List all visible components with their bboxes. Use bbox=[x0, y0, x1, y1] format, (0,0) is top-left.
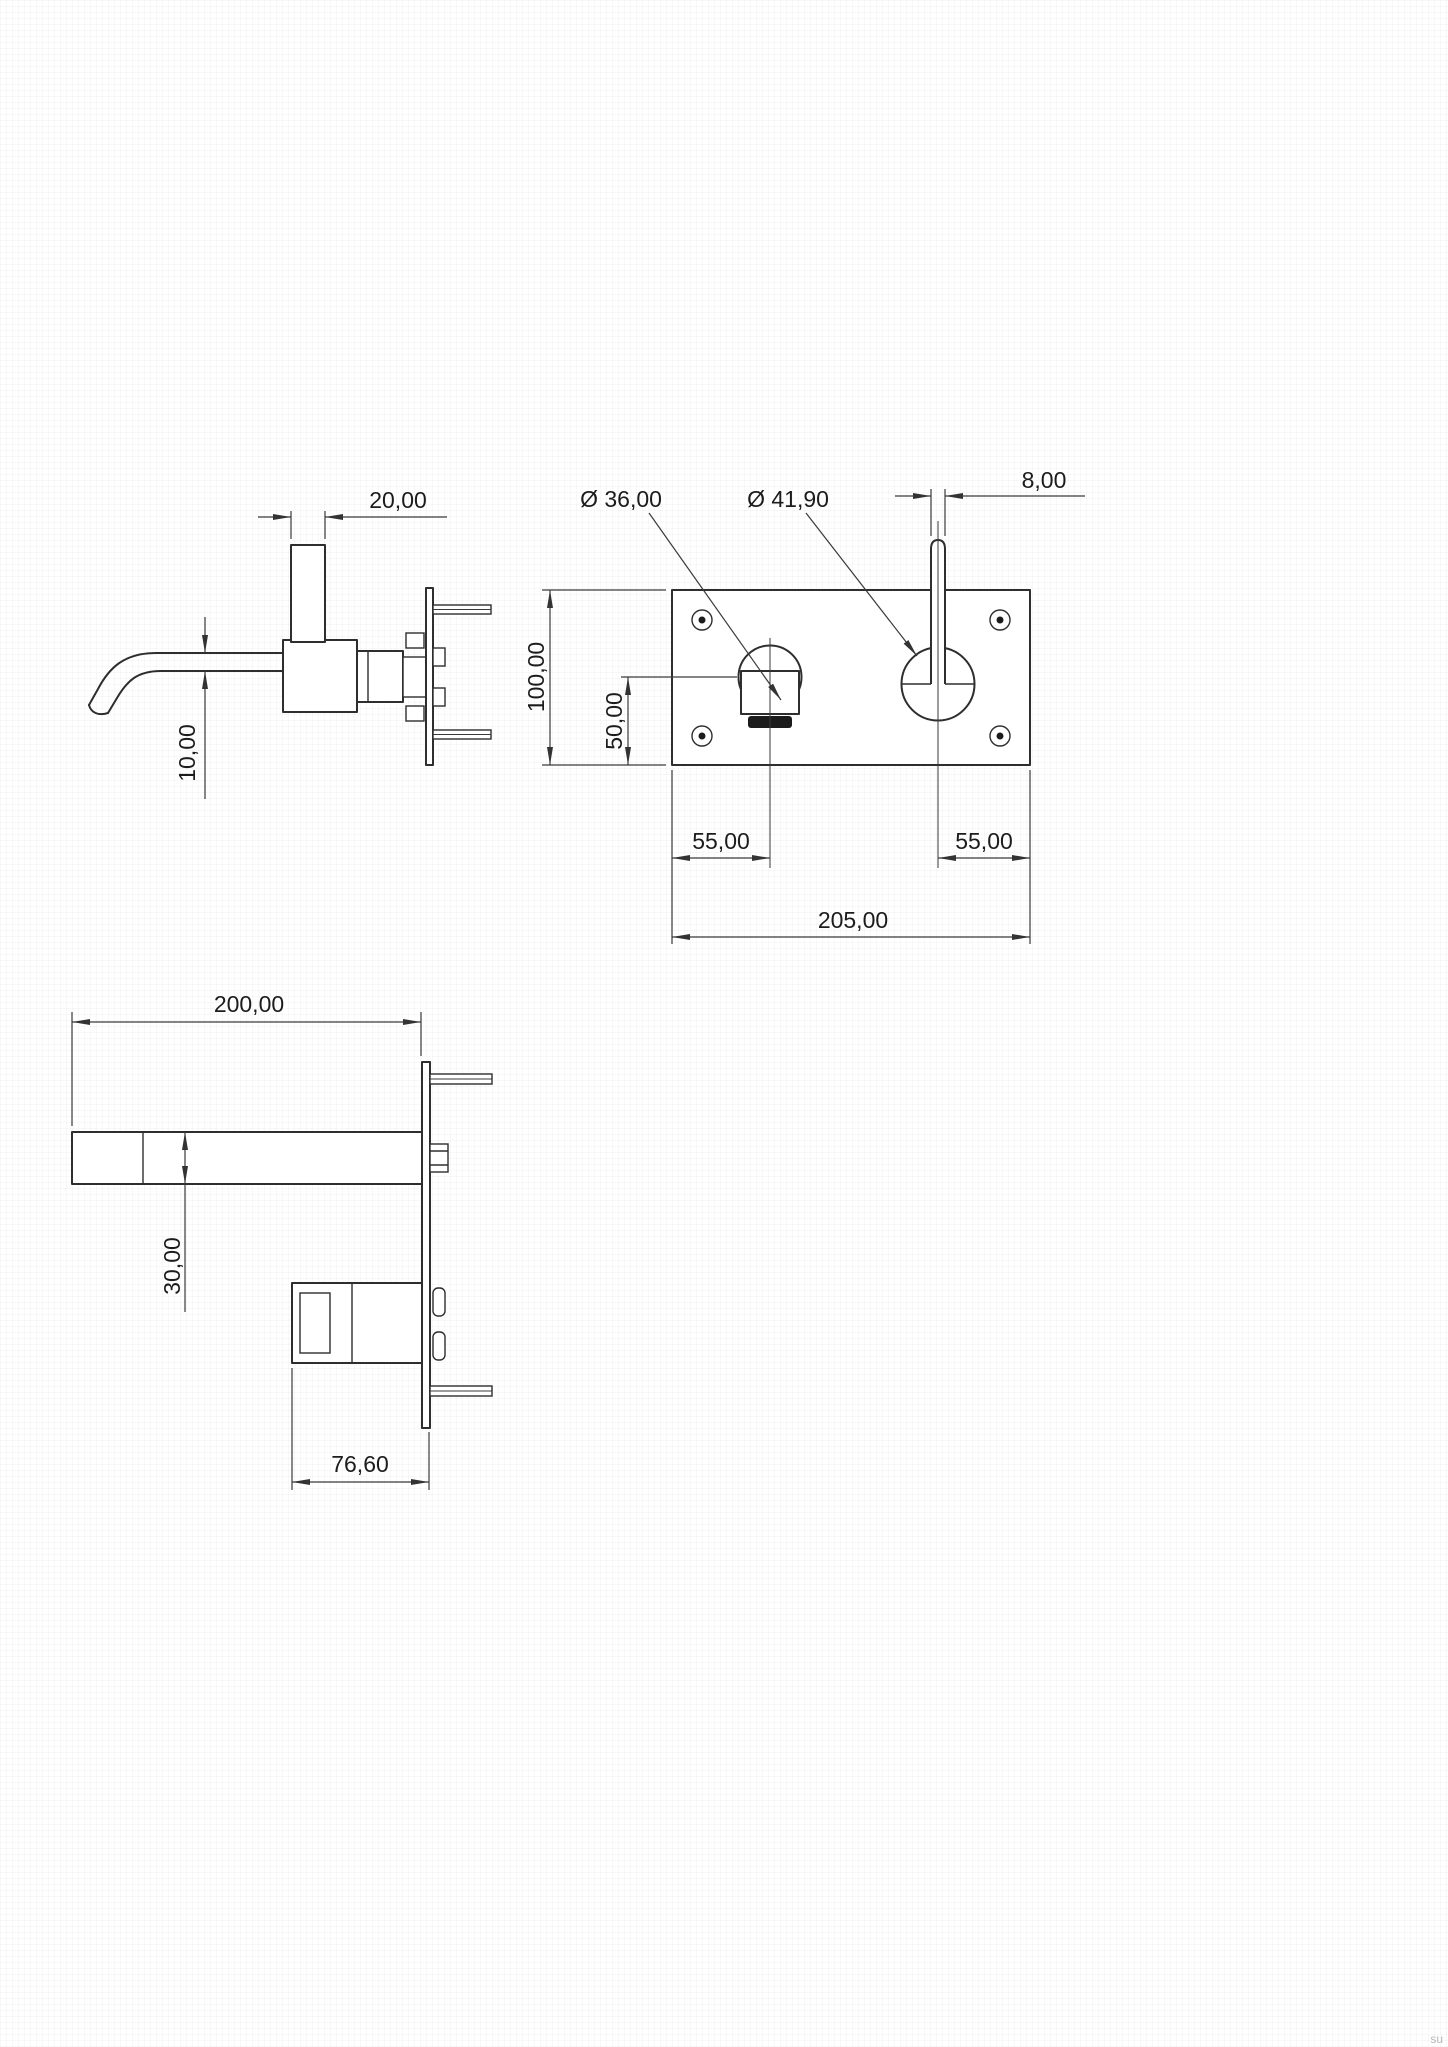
dim-lever-to-right-edge: 55,00 bbox=[938, 770, 1031, 944]
mounting-stud-top bbox=[432, 604, 492, 615]
bottom-side-view: 200,00 30,00 76,60 bbox=[71, 991, 493, 1490]
wall-plate-side bbox=[425, 587, 434, 766]
mixer-body-bottom bbox=[291, 1282, 423, 1364]
dim-handle-width-label: 20,00 bbox=[369, 487, 427, 513]
spout-connector bbox=[429, 1143, 449, 1173]
dim-plate-height: 100,00 bbox=[523, 589, 666, 766]
handle-side bbox=[290, 544, 326, 643]
mixer-body-side bbox=[282, 639, 358, 713]
wall-plate-side-2 bbox=[421, 1061, 431, 1429]
dim-left-edge-to-mixer-label: 55,00 bbox=[692, 828, 750, 854]
side-view: 20,00 10,00 bbox=[88, 487, 492, 799]
front-view: Ø 36,00 Ø 41,90 8,00 100,00 50,00 bbox=[523, 467, 1085, 944]
mounting-stud-bottom-2 bbox=[429, 1385, 493, 1397]
dim-left-edge-to-mixer: 55,00 bbox=[671, 770, 770, 944]
callout-mixer-diameter: Ø 36,00 bbox=[580, 486, 782, 701]
dim-mixer-center-to-bottom: 50,00 bbox=[601, 677, 631, 765]
screw-bottom-right bbox=[989, 725, 1011, 747]
spout-straight bbox=[71, 1131, 423, 1185]
dim-spout-length-label: 200,00 bbox=[214, 991, 284, 1017]
dim-spout-height: 30,00 bbox=[159, 1132, 188, 1312]
dim-lever-rod-width: 8,00 bbox=[895, 467, 1085, 536]
dim-spout-diameter: 10,00 bbox=[174, 617, 208, 799]
callout-lever-diameter: Ø 41,90 bbox=[747, 486, 918, 657]
watermark: su bbox=[1430, 2032, 1443, 2046]
mounting-stud-top-2 bbox=[429, 1073, 493, 1085]
retaining-nuts-side bbox=[432, 647, 446, 707]
dim-lever-to-right-edge-label: 55,00 bbox=[955, 828, 1013, 854]
dim-body-depth-label: 76,60 bbox=[331, 1451, 389, 1477]
dim-plate-width-label: 205,00 bbox=[818, 907, 888, 933]
lever-control-front bbox=[900, 521, 976, 868]
screw-top-right bbox=[989, 609, 1011, 631]
dim-handle-width: 20,00 bbox=[258, 487, 447, 539]
screw-bottom-left bbox=[691, 725, 713, 747]
dim-body-depth: 76,60 bbox=[291, 1368, 430, 1490]
mounting-stud-bottom bbox=[432, 729, 492, 740]
cartridge-nuts-bottom bbox=[432, 1287, 446, 1361]
dim-mixer-center-to-bottom-label: 50,00 bbox=[601, 692, 627, 750]
spout-side-outline bbox=[88, 652, 301, 716]
lever-diameter-label: Ø 41,90 bbox=[747, 486, 829, 512]
dim-spout-diameter-label: 10,00 bbox=[174, 724, 200, 782]
cartridge-side bbox=[356, 632, 427, 722]
dim-lever-rod-width-label: 8,00 bbox=[1022, 467, 1067, 493]
mixer-diameter-label: Ø 36,00 bbox=[580, 486, 662, 512]
screw-top-left bbox=[691, 609, 713, 631]
dim-plate-width: 205,00 bbox=[672, 907, 1030, 940]
dim-plate-height-label: 100,00 bbox=[523, 642, 549, 712]
dim-spout-length: 200,00 bbox=[71, 991, 422, 1126]
dim-spout-height-label: 30,00 bbox=[159, 1237, 185, 1295]
